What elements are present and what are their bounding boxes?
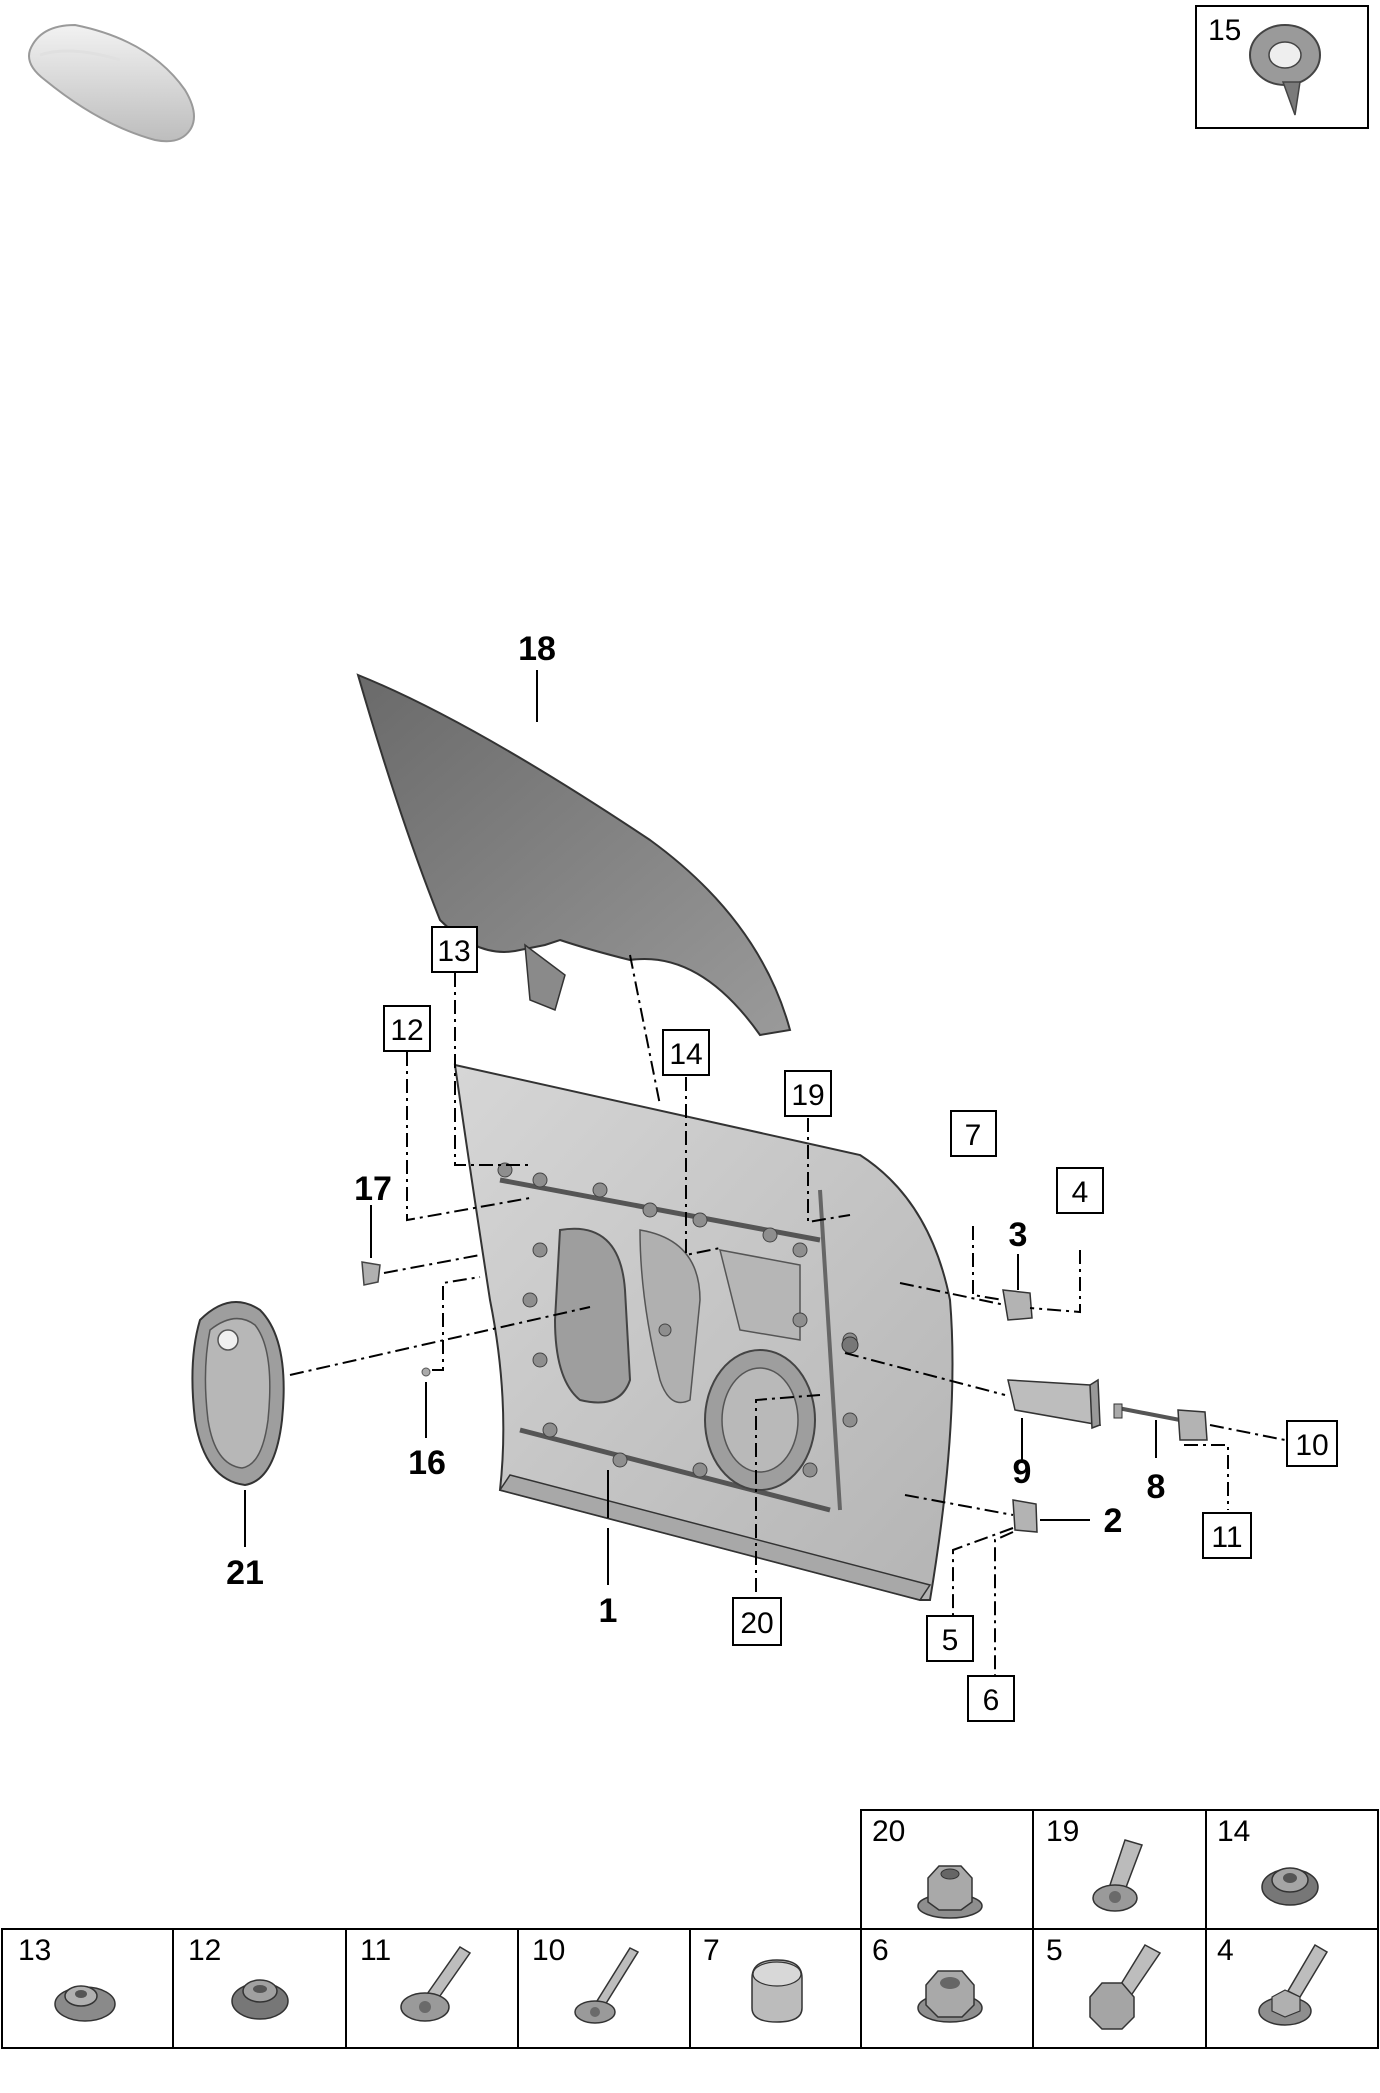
cell-label-14: 14: [1217, 1815, 1250, 1848]
cell-label-20: 20: [872, 1815, 905, 1848]
sealing-ring-icon: [1249, 24, 1321, 116]
dash-dot-leaders: [289, 954, 1286, 1675]
callout-box-11: 11: [1211, 1521, 1242, 1554]
callout-21: 21: [226, 1554, 264, 1592]
bold-callouts: 18 17 16 21 1 3 9 8 2: [226, 630, 1165, 1630]
door-check-strap-9: [1007, 1378, 1102, 1430]
boxed-callouts: 13 12 14 19 7 4 10 11 20 5 6: [383, 926, 1338, 1722]
bolt-icon: [1258, 1943, 1329, 2026]
grommet-icon: [1261, 1867, 1319, 1906]
cell-label-6: 6: [872, 1934, 889, 1967]
plug-16: [421, 1367, 431, 1377]
callout-box-12: 12: [390, 1014, 423, 1047]
inset-15-label: 15: [1208, 14, 1241, 47]
vehicle-thumbnail-icon: [28, 23, 195, 143]
callout-1: 1: [599, 1592, 618, 1630]
cell-label-12: 12: [188, 1934, 221, 1967]
callout-18: 18: [518, 630, 556, 668]
check-rod-8: [1113, 1403, 1208, 1441]
hinge-upper-3: [1002, 1289, 1033, 1321]
callout-box-20: 20: [740, 1607, 773, 1640]
callout-box-13: 13: [437, 935, 470, 968]
grommet-icon: [54, 1985, 116, 2022]
callout-16: 16: [408, 1444, 446, 1482]
long-bolt-icon: [400, 1945, 472, 2022]
callout-box-10: 10: [1295, 1429, 1328, 1462]
grommet-icon: [231, 1979, 289, 2020]
long-bolt-icon: [574, 1947, 640, 2024]
bolt-icon: [1092, 1839, 1143, 1912]
cap-icon: [751, 1959, 803, 2023]
callout-9: 9: [1013, 1453, 1032, 1491]
inset-15: 15: [1195, 5, 1369, 129]
window-glass: [356, 673, 792, 1037]
callout-8: 8: [1147, 1468, 1166, 1506]
cell-label-13: 13: [18, 1934, 51, 1967]
hex-bolt-icon: [1089, 1944, 1162, 2030]
door-inner-panel: [453, 1063, 954, 1601]
leader-lines: [244, 670, 1157, 1585]
callout-box-14: 14: [669, 1038, 702, 1071]
cell-label-7: 7: [703, 1934, 720, 1967]
callout-2: 2: [1104, 1502, 1123, 1540]
flange-nut-icon: [917, 1865, 983, 1919]
cell-label-4: 4: [1217, 1934, 1234, 1967]
door-seal-plate: [191, 1301, 285, 1487]
hinge-lower-2: [1012, 1499, 1038, 1533]
callout-17: 17: [354, 1170, 392, 1208]
hex-nut-icon: [917, 1970, 983, 2023]
cell-label-10: 10: [532, 1934, 565, 1967]
callout-box-7: 7: [965, 1119, 982, 1152]
clip-17: [361, 1261, 381, 1286]
callout-box-4: 4: [1072, 1176, 1089, 1209]
callout-3: 3: [1009, 1216, 1028, 1254]
cell-label-19: 19: [1046, 1815, 1079, 1848]
cell-label-5: 5: [1046, 1934, 1063, 1967]
callout-box-5: 5: [942, 1624, 959, 1657]
cell-label-11: 11: [360, 1934, 391, 1967]
fastener-table: 20 19 14 13 12 11 10 7 6 5 4: [1, 1809, 1379, 2049]
callout-box-6: 6: [983, 1684, 1000, 1717]
callout-box-19: 19: [791, 1079, 824, 1112]
